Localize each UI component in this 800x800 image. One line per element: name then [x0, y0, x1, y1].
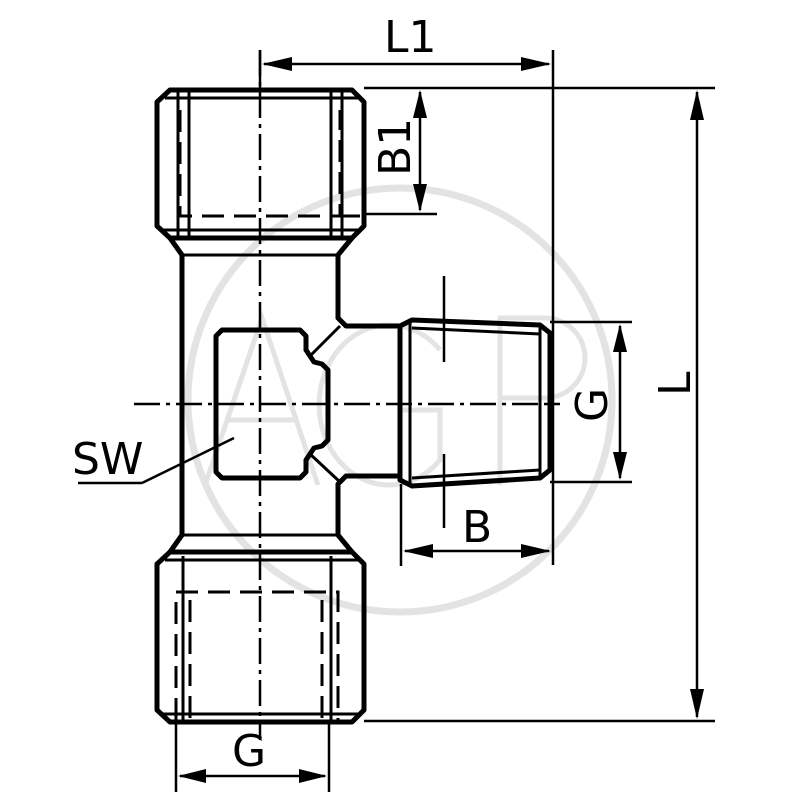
dimension-g-bottom: G — [174, 722, 331, 792]
label-g-bottom: G — [232, 726, 266, 777]
branch-thread — [397, 276, 553, 528]
dimension-sw: SW — [72, 434, 235, 485]
label-sw: SW — [72, 434, 143, 485]
label-g-branch: G — [567, 388, 618, 422]
dimension-g-branch: G — [550, 320, 632, 484]
dimension-l: L — [364, 90, 715, 723]
label-l: L — [650, 371, 701, 396]
bottom-nut — [154, 549, 367, 725]
label-l1: L1 — [384, 12, 437, 63]
label-b1: B1 — [370, 118, 421, 176]
tee-body — [167, 235, 403, 555]
dimension-b1: B1 — [364, 86, 715, 216]
dimension-l1: L1 — [258, 12, 555, 565]
centerlines — [134, 50, 560, 740]
label-b: B — [462, 502, 492, 553]
dimension-b: B — [399, 484, 551, 566]
